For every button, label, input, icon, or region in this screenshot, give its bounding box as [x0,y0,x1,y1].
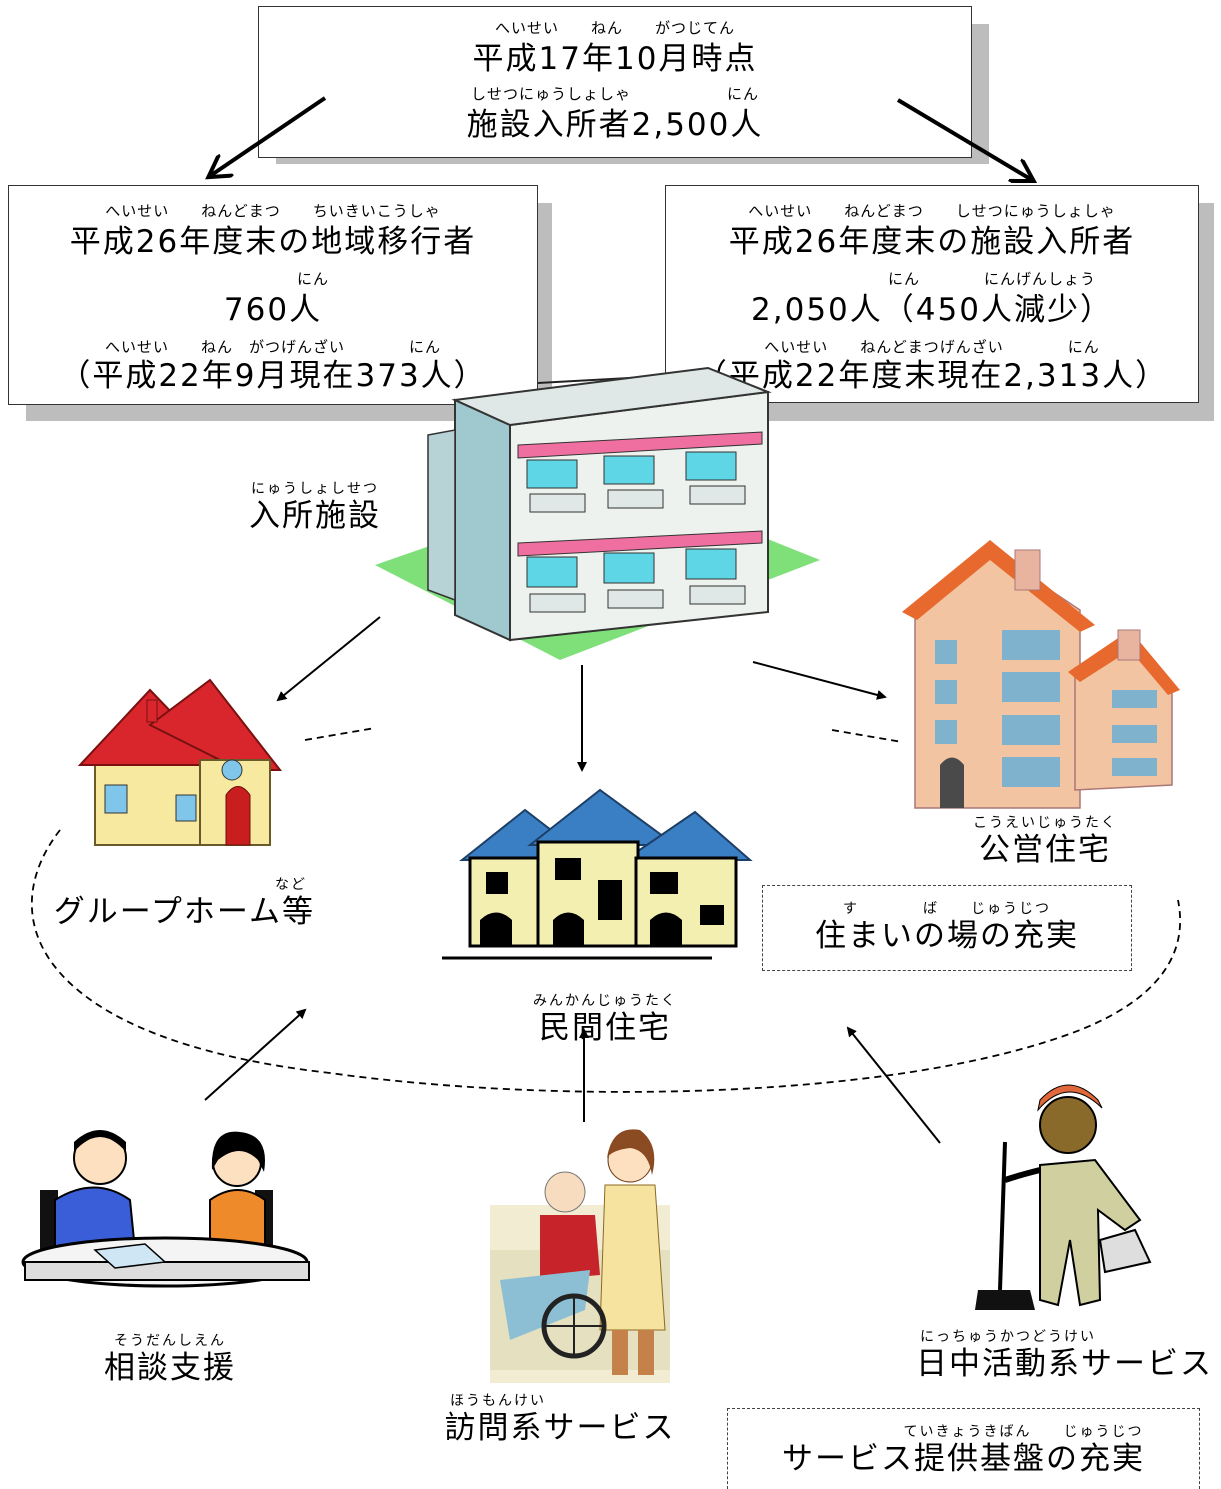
housing-enhancement-furigana: す ば じゅうじつ [843,901,1051,917]
label-facility-furigana: にゅうしょしせつ [251,481,379,497]
label-public-housing: こうえいじゅうたく 公営住宅 [955,812,1135,868]
right-box-line3-furigana: へいせい ねんどまつげんざい にん [764,338,1100,356]
label-private-housing: みんかんじゅうたく 民間住宅 [515,990,695,1046]
left-box-line1: 平成26年度末の地域移行者 [69,224,477,260]
label-group-home: など グループホーム等 [40,874,315,930]
left-box-line1-furigana: へいせい ねんどまつ ちいきいこうしゃ [105,202,441,220]
right-box-line1: 平成26年度末の施設入所者 [728,224,1136,260]
label-private-housing-furigana: みんかんじゅうたく [533,993,677,1009]
arrow-top-to-right [896,98,1032,180]
label-visiting-furigana: ほうもんけい [450,1393,546,1409]
housing-enhancement-text: 住まいの場の充実 [815,918,1079,954]
arrow-facility-to-group-home [276,616,381,702]
label-private-housing-text: 民間住宅 [539,1010,671,1046]
right-box-line1-furigana: へいせい ねんどまつ しせつにゅうしょしゃ [748,202,1116,220]
label-facility: にゅうしょしせつ 入所施設 [240,478,390,534]
label-daytime-text: 日中活動系サービス [916,1346,1213,1382]
housing-dashed-ellipse [30,829,1181,1093]
label-facility-text: 入所施設 [249,498,381,534]
facility-building-icon [375,366,820,660]
arrow-facility-to-public-housing [752,661,887,700]
top-box-line2: 施設入所者2,500人 [466,107,764,143]
label-consultation-furigana: そうだんしえん [114,1333,226,1349]
left-box-line2: 760人 [223,292,323,328]
top-box-line1-furigana: へいせい ねん がつじてん [494,19,735,37]
dash-connector-right [831,729,903,743]
arrow-top-to-left [210,96,327,176]
top-box: へいせい ねん がつじてん 平成17年10月時点 しせつにゅうしょしゃ にん 施… [258,6,972,158]
left-box-line2-furigana: にん [296,270,329,288]
cleaning-worker-icon [975,1084,1152,1310]
right-box-line2-furigana: にん にんげんしょう [887,270,1096,288]
service-enhancement-box: ていきょうきばん じゅうじつ サービス提供基盤の充実 [727,1408,1200,1489]
label-consultation: そうだんしえん 相談支援 [90,1330,250,1386]
left-box-line3-furigana: へいせい ねん がつげんざい にん [104,338,441,356]
label-visiting: ほうもんけい 訪問系サービス [440,1390,680,1446]
label-group-home-furigana: など [275,877,307,893]
arrow-daytime-up [846,1026,941,1144]
consultation-people-icon [21,1130,310,1288]
arrow-consultation-up [204,1008,307,1101]
top-box-line2-furigana: しせつにゅうしょしゃ にん [470,85,759,103]
label-public-housing-furigana: こうえいじゅうたく [973,815,1117,831]
right-box: へいせい ねんどまつ しせつにゅうしょしゃ 平成26年度末の施設入所者 にん に… [665,185,1199,403]
right-box-line2: 2,050人（450人減少） [751,292,1113,328]
group-home-icon [77,678,283,846]
service-enhancement-text: サービス提供基盤の充実 [782,1441,1145,1477]
label-daytime: にっちゅうかつどうけい 日中活動系サービス [912,1326,1217,1382]
caregiver-wheelchair-icon [490,1129,670,1383]
label-consultation-text: 相談支援 [104,1350,236,1386]
housing-enhancement-box: す ば じゅうじつ 住まいの場の充実 [762,885,1132,971]
right-box-line3: （平成22年度末現在2,313人） [695,358,1169,394]
left-box-line3: （平成22年9月現在373人） [59,358,487,394]
service-enhancement-furigana: ていきょうきばん じゅうじつ [903,1424,1144,1440]
private-housing-icon [442,788,753,960]
public-housing-icon [902,540,1180,809]
label-visiting-text: 訪問系サービス [444,1410,676,1446]
left-box: へいせい ねんどまつ ちいきいこうしゃ 平成26年度末の地域移行者 にん 760… [8,185,538,405]
label-group-home-text: グループホーム等 [53,894,315,930]
label-public-housing-text: 公営住宅 [979,832,1111,868]
label-daytime-furigana: にっちゅうかつどうけい [920,1329,1096,1345]
top-box-line1: 平成17年10月時点 [472,41,758,77]
dash-connector-left [304,727,376,741]
